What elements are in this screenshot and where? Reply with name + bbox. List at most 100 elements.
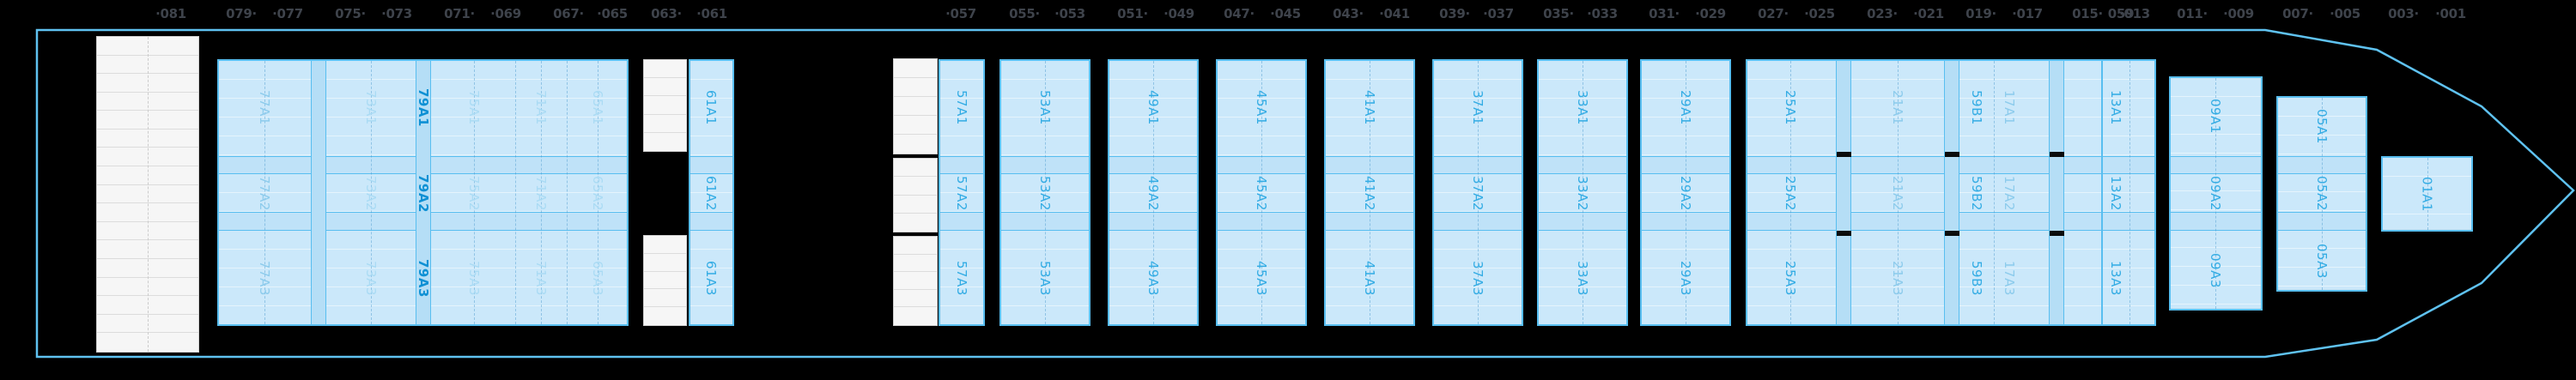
bay-cell-label: 33A2 <box>1575 175 1590 211</box>
bay-block-bay-05: 05A1 05A2 05A3 <box>2276 96 2367 292</box>
bay-cell-65A2[interactable]: 65A2 <box>586 174 609 212</box>
bay-block-hold-aft: 77A1 77A2 77A3 73A1 73A2 73A3 79A1 79A2 79A3 75A1… <box>217 59 629 326</box>
ruler-frame-label: 071· <box>444 6 475 21</box>
bay-cell-17A1[interactable]: 17A1 <box>1998 59 2020 156</box>
bay-cell-21A3[interactable]: 21A3 <box>1886 231 1909 326</box>
bay-cell-label: 79A3 <box>416 259 431 298</box>
bay-cell-59B2[interactable]: 59B2 <box>1965 174 1988 212</box>
bay-cell-29A2[interactable]: 29A2 <box>1674 174 1697 212</box>
grid-row <box>894 196 937 214</box>
bay-cell-09A2[interactable]: 09A2 <box>2204 174 2227 212</box>
grid-centerline <box>148 37 149 352</box>
bay-cell-25A1[interactable]: 25A1 <box>1779 59 1801 156</box>
bay-cell-29A3[interactable]: 29A3 <box>1674 231 1697 326</box>
grid-row <box>644 272 686 290</box>
bay-cell-33A3[interactable]: 33A3 <box>1571 231 1594 326</box>
bay-cell-73A3[interactable]: 73A3 <box>360 231 382 326</box>
bay-cell-05A3[interactable]: 05A3 <box>2311 231 2333 292</box>
deck-band-1 <box>940 156 983 174</box>
frame-grid-57-segment <box>893 158 938 232</box>
bay-cell-label: 71A2 <box>533 175 549 211</box>
bay-cell-41A3[interactable]: 41A3 <box>1358 231 1381 326</box>
bay-cell-05A1[interactable]: 05A1 <box>2311 96 2333 156</box>
bay-cell-17A3[interactable]: 17A3 <box>1998 231 2020 326</box>
bay-cell-33A1[interactable]: 33A1 <box>1571 59 1594 156</box>
bay-cell-13A3[interactable]: 13A3 <box>2105 231 2127 326</box>
deck-band-2 <box>1642 212 1729 231</box>
bay-cell-37A3[interactable]: 37A3 <box>1467 231 1489 326</box>
bay-cell-05A2[interactable]: 05A2 <box>2311 174 2333 212</box>
bay-cell-label: 05A3 <box>2314 244 2330 279</box>
bay-cell-45A3[interactable]: 45A3 <box>1250 231 1273 326</box>
hull-outline-path <box>35 28 2575 359</box>
bay-cell-49A1[interactable]: 49A1 <box>1142 59 1164 156</box>
bay-cell-label: 21A2 <box>1890 175 1905 211</box>
grid-row <box>644 254 686 272</box>
bay-cell-21A2[interactable]: 21A2 <box>1886 174 1909 212</box>
bay-cell-17A2[interactable]: 17A2 <box>1998 174 2020 212</box>
bay-cell-09A3[interactable]: 09A3 <box>2204 231 2227 311</box>
bay-cell-37A1[interactable]: 37A1 <box>1467 59 1489 156</box>
bay-cell-41A2[interactable]: 41A2 <box>1358 174 1381 212</box>
bay-cell-57A3[interactable]: 57A3 <box>951 231 973 326</box>
bay-cell-37A2[interactable]: 37A2 <box>1467 174 1489 212</box>
bay-cell-29A1[interactable]: 29A1 <box>1674 59 1697 156</box>
bay-cell-33A2[interactable]: 33A2 <box>1571 174 1594 212</box>
bay-cell-57A2[interactable]: 57A2 <box>951 174 973 212</box>
bay-cell-45A1[interactable]: 45A1 <box>1250 59 1273 156</box>
ruler-frame-label: ·005 <box>2330 6 2360 21</box>
column-guide-line <box>2427 158 2428 230</box>
bay-cell-73A1[interactable]: 73A1 <box>360 59 382 156</box>
bay-cell-13A1[interactable]: 13A1 <box>2105 59 2127 156</box>
bay-cell-49A2[interactable]: 49A2 <box>1142 174 1164 212</box>
ruler-frame-label: 067· <box>553 6 584 21</box>
bay-cell-71A1[interactable]: 71A1 <box>530 59 552 156</box>
bay-cell-25A2[interactable]: 25A2 <box>1779 174 1801 212</box>
bay-cell-label: 45A2 <box>1254 175 1269 211</box>
grid-row <box>894 214 937 232</box>
bay-cell-61A2[interactable]: 61A2 <box>700 174 722 212</box>
bay-cell-53A3[interactable]: 53A3 <box>1034 231 1056 326</box>
bay-cell-75A1[interactable]: 75A1 <box>463 59 485 156</box>
bay-cell-75A2[interactable]: 75A2 <box>463 174 485 212</box>
bay-cell-59B1[interactable]: 59B1 <box>1965 59 1988 156</box>
bay-cell-79A2[interactable]: 79A2 <box>412 174 434 213</box>
grid-row <box>894 255 937 273</box>
bay-cell-49A3[interactable]: 49A3 <box>1142 231 1164 326</box>
bay-cell-41A1[interactable]: 41A1 <box>1358 59 1381 156</box>
bay-cell-59B3[interactable]: 59B3 <box>1965 231 1988 326</box>
bay-cell-25A3[interactable]: 25A3 <box>1779 231 1801 326</box>
hatch-separator-mark <box>1836 151 1851 157</box>
bay-cell-71A3[interactable]: 71A3 <box>530 231 552 326</box>
bay-cell-79A1[interactable]: 79A1 <box>412 59 434 156</box>
bay-cell-57A1[interactable]: 57A1 <box>951 59 973 156</box>
bay-cell-53A1[interactable]: 53A1 <box>1034 59 1056 156</box>
bay-cell-61A1[interactable]: 61A1 <box>700 59 722 156</box>
bay-cell-75A3[interactable]: 75A3 <box>463 231 485 326</box>
bay-cell-01A1[interactable]: 01A1 <box>2383 158 2471 230</box>
bay-cell-77A3[interactable]: 77A3 <box>253 231 276 326</box>
bay-cell-71A2[interactable]: 71A2 <box>530 174 552 212</box>
grid-row <box>894 272 937 290</box>
ruler-frame-label: 043· <box>1333 6 1364 21</box>
bay-cell-label: 57A2 <box>954 175 969 211</box>
bay-cell-73A2[interactable]: 73A2 <box>360 174 382 212</box>
bay-cell-79A3[interactable]: 79A3 <box>412 231 434 326</box>
bay-cell-53A2[interactable]: 53A2 <box>1034 174 1056 212</box>
bay-cell-77A2[interactable]: 77A2 <box>253 174 276 212</box>
bay-cell-label: 21A1 <box>1890 90 1905 125</box>
bay-cell-65A1[interactable]: 65A1 <box>586 59 609 156</box>
bay-cell-45A2[interactable]: 45A2 <box>1250 174 1273 212</box>
bay-cell-77A1[interactable]: 77A1 <box>253 59 276 156</box>
bay-cell-09A1[interactable]: 09A1 <box>2204 76 2227 156</box>
bay-cell-61A3[interactable]: 61A3 <box>700 231 722 326</box>
bay-cell-65A3[interactable]: 65A3 <box>586 231 609 326</box>
grid-row <box>644 133 686 151</box>
bay-cell-13A2[interactable]: 13A2 <box>2105 174 2127 212</box>
bay-block-bay-09: 09A1 09A2 09A3 <box>2169 76 2263 311</box>
bay-block-bay-41: 41A1 41A2 41A3 <box>1324 59 1415 326</box>
grid-row <box>644 236 686 254</box>
bay-cell-21A1[interactable]: 21A1 <box>1886 59 1909 156</box>
